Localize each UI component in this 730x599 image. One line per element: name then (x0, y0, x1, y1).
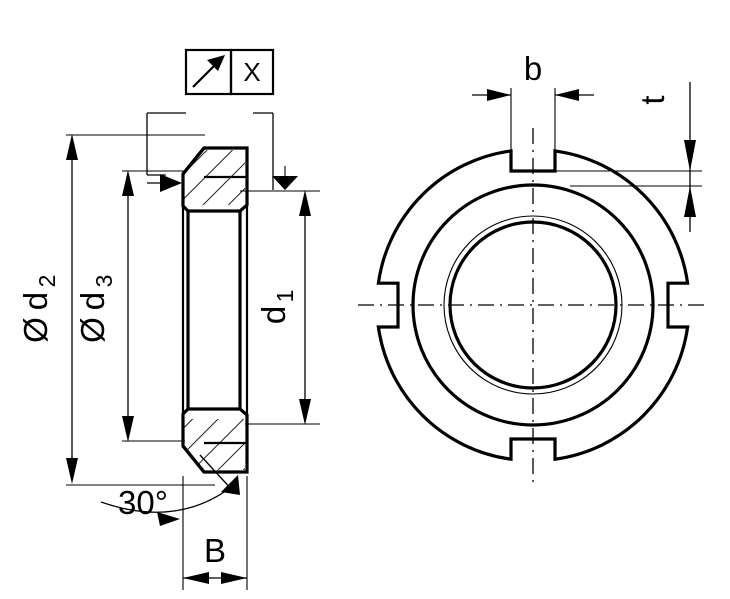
t-dimension-group: t (555, 82, 702, 232)
t-arrow-down (684, 140, 696, 171)
chamfer-leader-arrow (147, 174, 182, 192)
nut-shoulder-circle (411, 183, 655, 427)
d2-arrow-bottom (66, 458, 78, 484)
label-d2-prefix: Ø (17, 317, 54, 343)
label-B: B (204, 532, 226, 569)
chamfer-arrow-symbol (192, 55, 225, 88)
b-arrow-right (555, 89, 579, 101)
datum-triangle-marker (272, 176, 298, 190)
b-arrow-left (487, 89, 511, 101)
d3-arrow-top (122, 170, 134, 196)
annotation-callout-group: X (146, 48, 275, 190)
label-d3-group: Ø d 3 (74, 275, 117, 343)
label-angle-30deg: 30° (118, 484, 168, 521)
angle-chamfer-arrow (221, 475, 240, 495)
angle-and-B-dimension-group: 30° B (100, 454, 248, 590)
label-t-group: t (634, 95, 671, 104)
label-d2-group: Ø d 2 (17, 275, 60, 343)
label-b: b (524, 50, 542, 87)
angle-arc-leader (100, 487, 231, 513)
label-d1-subscript: 1 (272, 290, 298, 303)
d1-arrow-top (299, 190, 311, 216)
label-d3-main: d (74, 292, 111, 310)
d1-arrow-bottom (299, 399, 311, 425)
section-outline-upper (181, 146, 249, 213)
label-d1-main: d (255, 306, 292, 324)
right-front-view (358, 128, 710, 485)
label-d3-prefix: Ø (74, 317, 111, 343)
t-arrow-up (684, 186, 696, 217)
label-t: t (634, 95, 671, 104)
left-dimension-group: Ø d 2 Ø d 3 d 1 (17, 134, 320, 486)
d3-arrow-bottom (122, 416, 134, 442)
angle-arc-arrow (157, 512, 180, 526)
left-section-view (181, 146, 249, 474)
B-arrow-left (183, 572, 209, 584)
d2-arrow-top (66, 134, 78, 160)
b-dimension-group: b (472, 50, 594, 168)
callout-label-x: X (243, 57, 260, 87)
label-d3-subscript: 3 (91, 275, 117, 288)
label-d2-main: d (17, 292, 54, 310)
callout-box-label-cell (229, 48, 275, 96)
label-d2-subscript: 2 (34, 275, 60, 288)
B-arrow-right (221, 572, 247, 584)
label-d1-group: d 1 (255, 290, 298, 325)
nut-outer-contour-with-slots (376, 149, 690, 462)
section-chamfer-top-left (181, 146, 206, 176)
section-hatch-lower (183, 419, 245, 470)
section-chamfer-bottom-left (181, 444, 206, 474)
